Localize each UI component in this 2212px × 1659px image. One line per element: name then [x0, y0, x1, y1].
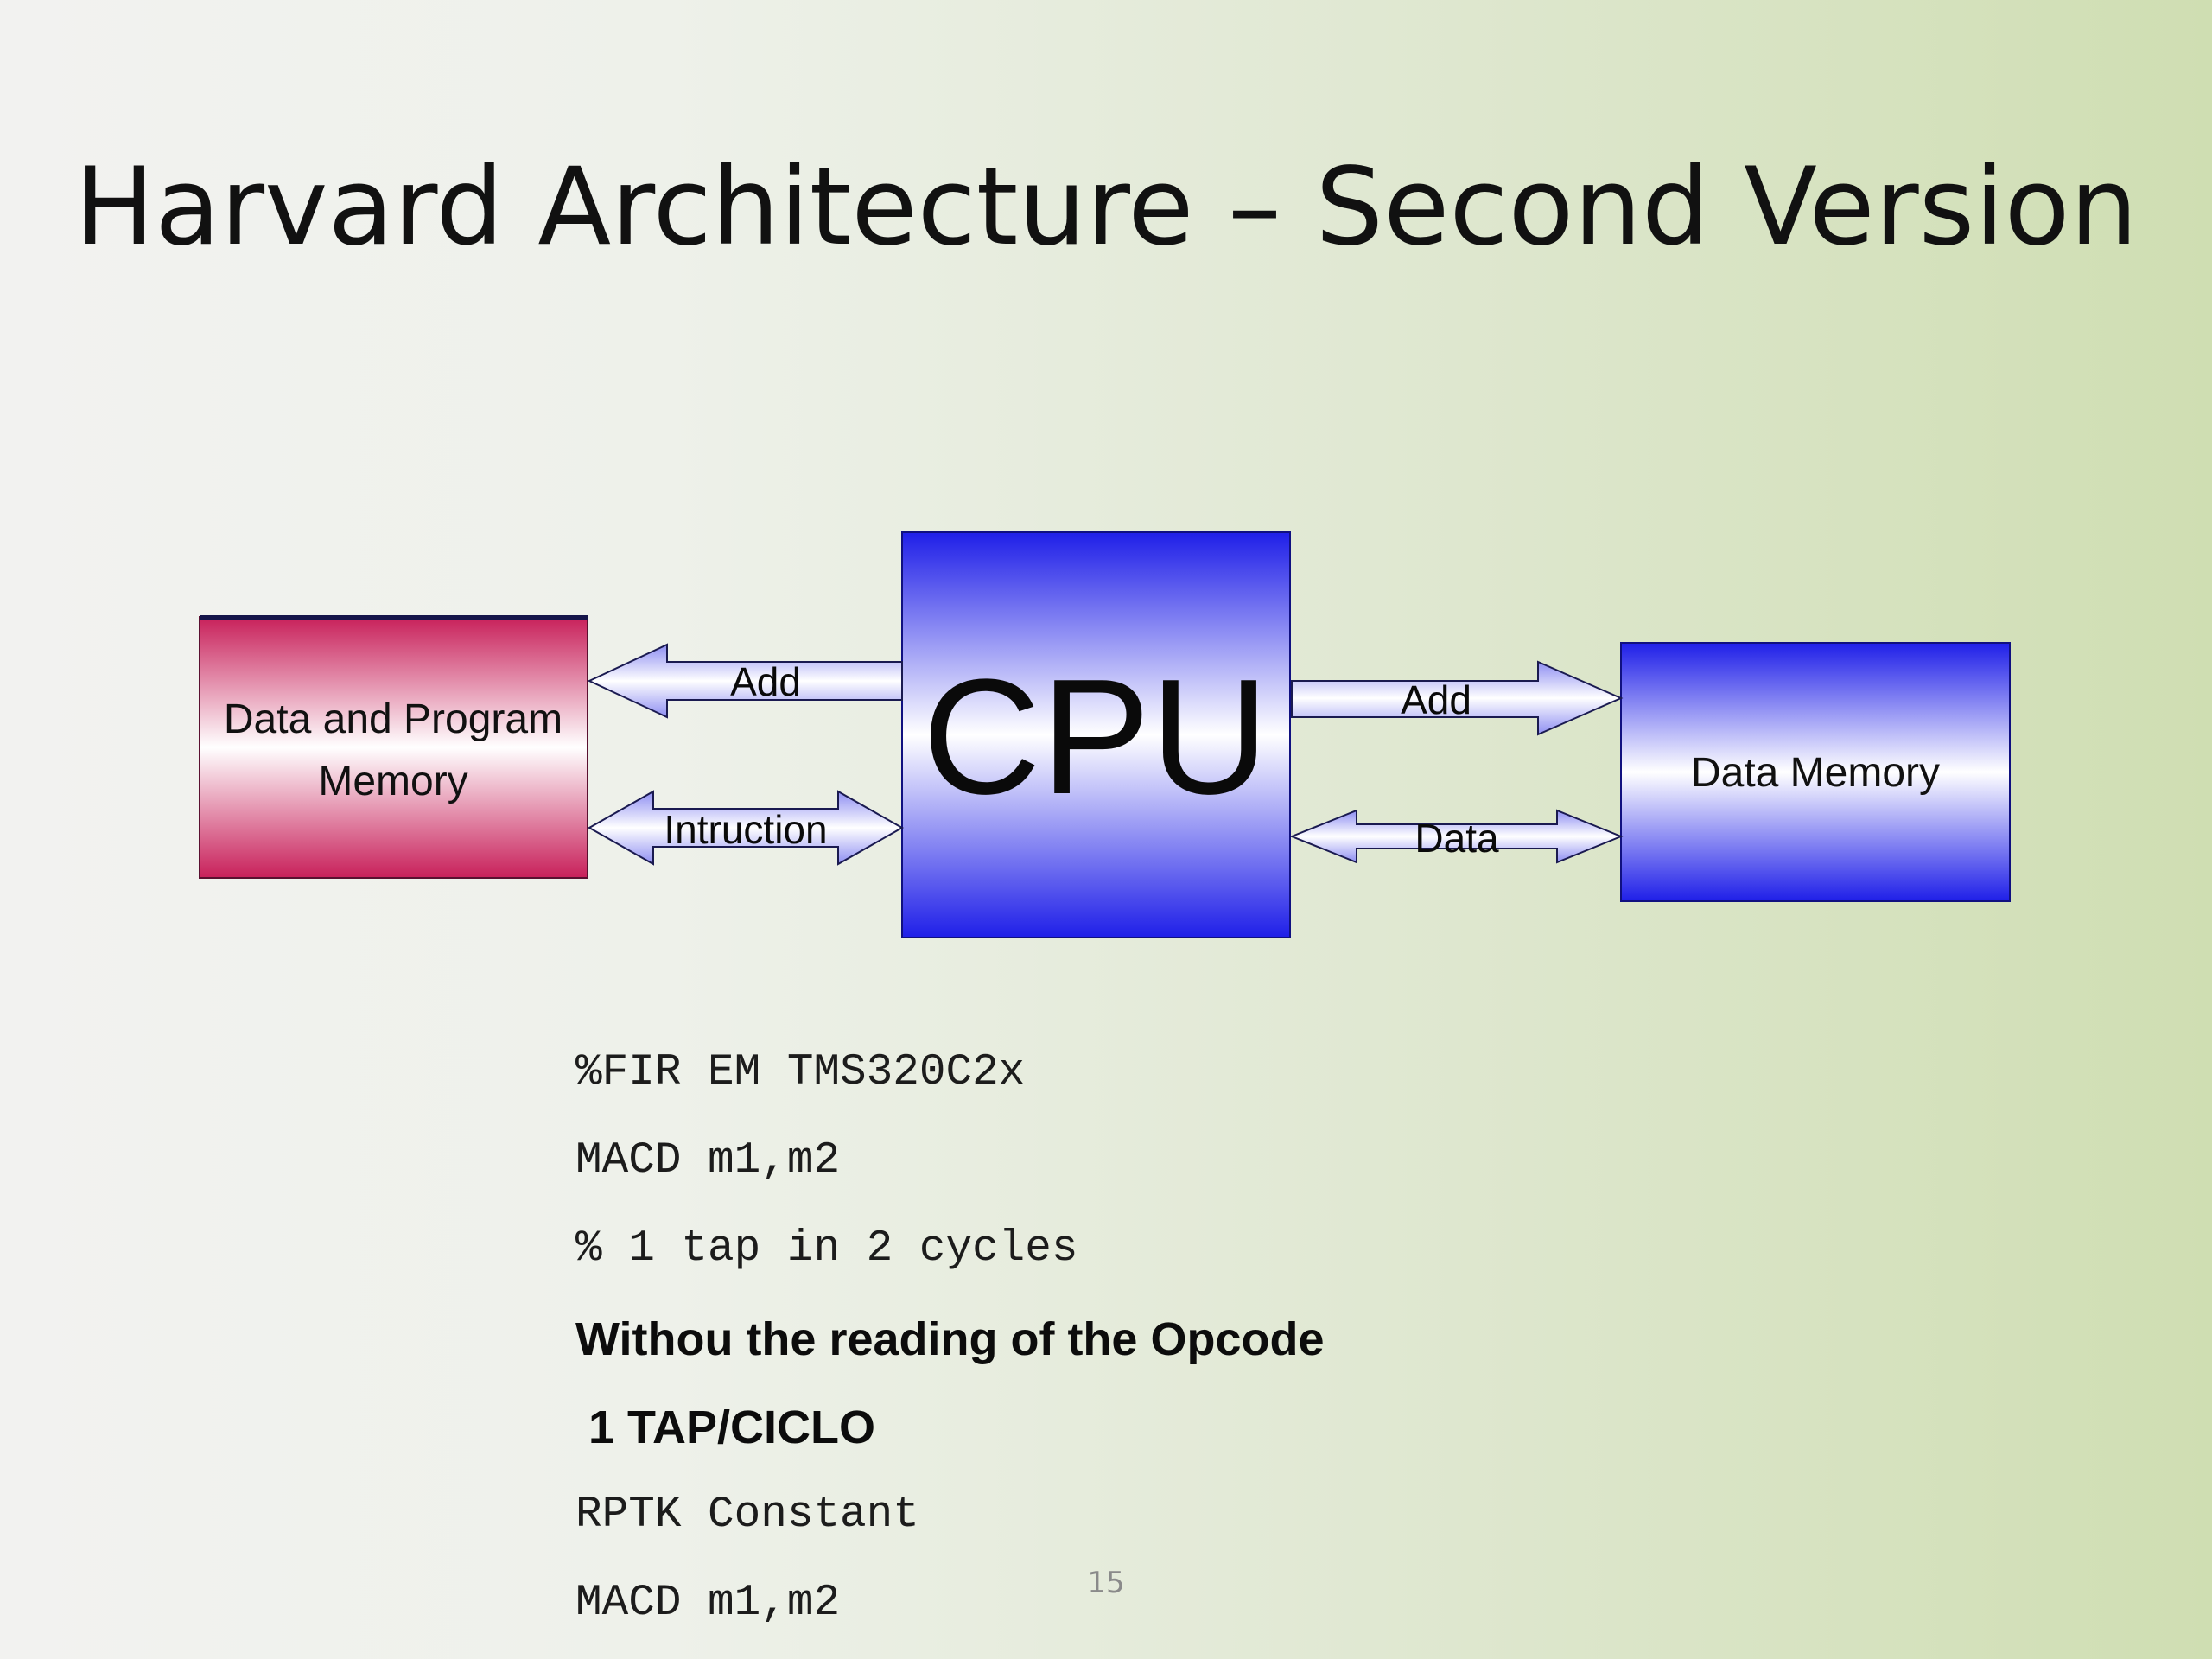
data-memory-block: Data Memory — [1620, 642, 2011, 902]
page-number: 15 — [1087, 1566, 1125, 1600]
data-bidirectional-arrow: Data — [1289, 809, 1624, 864]
code-line-macd-repeat: MACD m1,m2 — [575, 1579, 841, 1628]
instruction-label: Intruction — [664, 807, 827, 852]
code-line-tap-comment: % 1 tap in 2 cycles — [575, 1224, 1078, 1274]
code-line-fir-comment: %FIR EM TMS320C2x — [575, 1048, 1026, 1097]
note-opcode: Withou the reading of the Opcode — [575, 1313, 1325, 1365]
right-memory-label: Data Memory — [1691, 750, 1940, 796]
left-add-label: Add — [730, 659, 801, 704]
slide-title: Harvard Architecture – Second Version — [73, 145, 2139, 270]
data-and-program-memory-block: Data and Program Memory — [199, 615, 588, 879]
right-add-label: Add — [1401, 677, 1471, 722]
left-memory-label-line2: Memory — [318, 759, 467, 804]
code-line-macd: MACD m1,m2 — [575, 1136, 841, 1185]
left-memory-label-line1: Data and Program — [224, 696, 563, 742]
instruction-bidirectional-arrow: Intruction — [587, 790, 905, 866]
note-tap-per-cycle: 1 TAP/CICLO — [575, 1402, 876, 1453]
data-label: Data — [1414, 816, 1499, 861]
cpu-label: CPU — [922, 645, 1268, 829]
right-add-arrow: Add — [1291, 660, 1624, 736]
code-line-rptk: RPTK Constant — [575, 1491, 919, 1540]
left-add-arrow: Add — [587, 643, 903, 719]
cpu-block: CPU — [901, 531, 1291, 938]
